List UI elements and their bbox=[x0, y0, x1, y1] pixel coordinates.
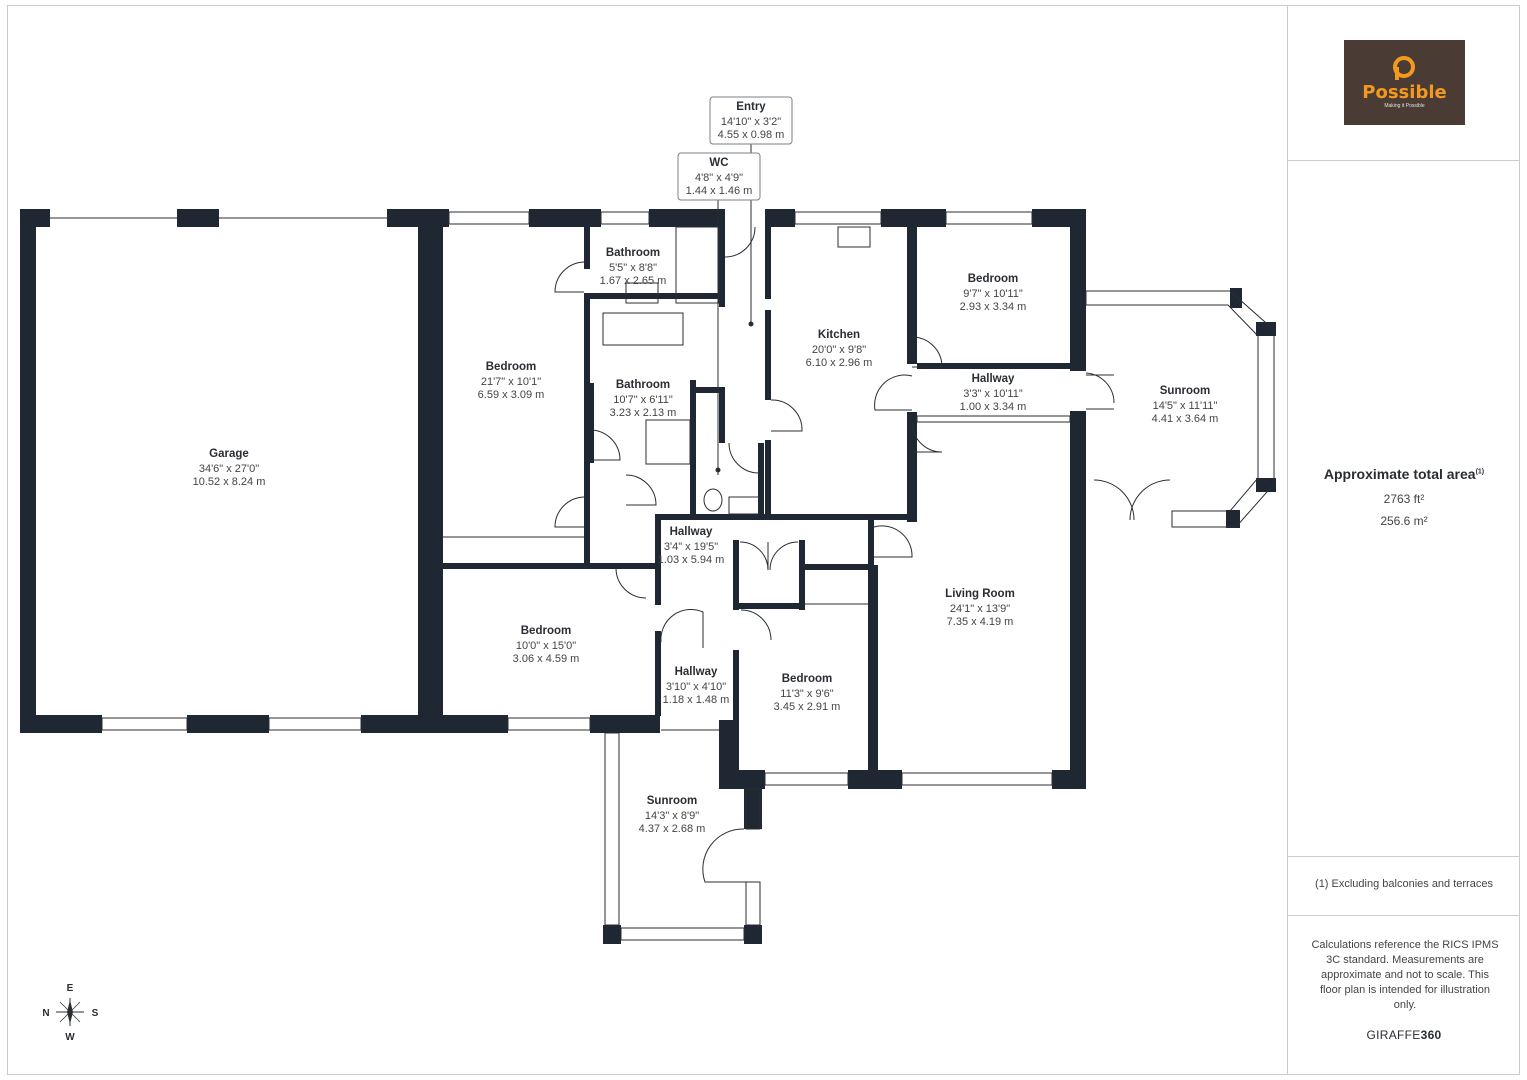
room-imperial: 21'7" x 10'1" bbox=[481, 376, 541, 388]
room-metric: 4.41 x 3.64 m bbox=[1152, 413, 1219, 425]
room-metric: 2.93 x 3.34 m bbox=[960, 301, 1027, 313]
room-imperial: 10'7" x 6'11" bbox=[613, 394, 673, 406]
divider bbox=[1287, 915, 1520, 916]
page-frame bbox=[7, 5, 1520, 1075]
divider bbox=[1287, 856, 1520, 857]
credit-name: GIRAFFE bbox=[1366, 1028, 1421, 1042]
compass-west: W bbox=[65, 1032, 75, 1043]
room-name: Hallway bbox=[675, 666, 718, 678]
room-imperial: 20'0" x 9'8" bbox=[812, 344, 866, 356]
area-title-text: Approximate total area bbox=[1323, 466, 1476, 482]
area-title: Approximate total area(1) bbox=[1290, 466, 1518, 482]
room-metric: 7.35 x 4.19 m bbox=[947, 616, 1014, 628]
credit: GIRAFFE360 bbox=[1290, 1028, 1518, 1042]
calculation-note: Calculations reference the RICS IPMS 3C … bbox=[1311, 939, 1499, 1011]
room-name: WC bbox=[709, 157, 728, 169]
logo-wordmark: Possible bbox=[1362, 82, 1447, 103]
compass-north: N bbox=[42, 1008, 49, 1019]
room-metric: 1.18 x 1.48 m bbox=[663, 694, 730, 706]
room-metric: 1.44 x 1.46 m bbox=[686, 185, 753, 197]
room-metric: 3.23 x 2.13 m bbox=[610, 407, 677, 419]
room-metric: 10.52 x 8.24 m bbox=[193, 476, 266, 488]
room-name: Bedroom bbox=[968, 273, 1018, 285]
room-imperial: 34'6" x 27'0" bbox=[199, 463, 259, 475]
room-imperial: 14'10" x 3'2" bbox=[721, 116, 781, 128]
room-name: Bedroom bbox=[486, 361, 536, 373]
room-labels: Entry 14'10" x 3'2" 4.55 x 0.98 m WC 4'8… bbox=[193, 101, 1219, 835]
area-imperial: 2763 ft² bbox=[1383, 492, 1425, 506]
room-imperial: 14'3" x 8'9" bbox=[645, 810, 699, 822]
room-imperial: 3'4" x 19'5" bbox=[664, 541, 718, 553]
divider bbox=[1287, 160, 1520, 161]
room-name: Sunroom bbox=[1160, 385, 1210, 397]
room-imperial: 10'0" x 15'0" bbox=[516, 640, 576, 652]
credit-number: 360 bbox=[1420, 1028, 1442, 1042]
room-name: Living Room bbox=[945, 588, 1015, 600]
room-metric: 6.59 x 3.09 m bbox=[478, 389, 545, 401]
compass-south: S bbox=[92, 1008, 99, 1019]
room-imperial: 9'7" x 10'11" bbox=[963, 288, 1023, 300]
info-panel bbox=[1287, 5, 1520, 1075]
logo-tagline: Making it Possible bbox=[1384, 103, 1425, 109]
compass-east: E bbox=[67, 983, 74, 994]
room-name: Bathroom bbox=[616, 379, 670, 391]
room-metric: 3.45 x 2.91 m bbox=[774, 701, 841, 713]
entry-marker bbox=[715, 144, 754, 475]
compass-icon: E N S W bbox=[42, 983, 98, 1043]
room-imperial: 4'8" x 4'9" bbox=[695, 172, 743, 184]
room-metric: 4.37 x 2.68 m bbox=[639, 823, 706, 835]
room-imperial: 3'3" x 10'11" bbox=[963, 388, 1023, 400]
room-metric: 1.00 x 3.34 m bbox=[960, 401, 1027, 413]
room-name: Bedroom bbox=[782, 673, 832, 685]
room-name: Garage bbox=[209, 448, 249, 460]
room-name: Kitchen bbox=[818, 329, 860, 341]
wc-callout bbox=[677, 152, 761, 201]
room-metric: 1.67 x 2.65 m bbox=[600, 275, 667, 287]
room-imperial: 11'3" x 9'6" bbox=[780, 688, 833, 700]
room-name: Hallway bbox=[972, 373, 1015, 385]
pin-icon bbox=[1393, 56, 1415, 80]
room-name: Entry bbox=[736, 101, 766, 113]
room-imperial: 14'5" x 11'11" bbox=[1153, 400, 1218, 412]
area-metric: 256.6 m² bbox=[1380, 514, 1428, 528]
footnote: (1) Excluding balconies and terraces bbox=[1315, 878, 1493, 890]
brand-logo: Possible Making it Possible bbox=[1344, 40, 1465, 125]
room-name: Sunroom bbox=[647, 795, 697, 807]
door-swings bbox=[554, 226, 1171, 883]
room-name: Bathroom bbox=[606, 247, 660, 259]
entry-callout bbox=[709, 96, 793, 145]
walls bbox=[20, 209, 1276, 944]
room-imperial: 24'1" x 13'9" bbox=[950, 603, 1010, 615]
room-imperial: 3'10" x 4'10" bbox=[666, 681, 726, 693]
room-metric: 3.06 x 4.59 m bbox=[513, 653, 580, 665]
window-lines bbox=[50, 211, 1275, 941]
room-metric: 6.10 x 2.96 m bbox=[806, 357, 873, 369]
room-metric: 1.03 x 5.94 m bbox=[658, 554, 725, 566]
room-imperial: 5'5" x 8'8" bbox=[609, 262, 657, 274]
area-title-note: (1) bbox=[1475, 468, 1485, 476]
room-name: Bedroom bbox=[521, 625, 571, 637]
room-name: Hallway bbox=[670, 526, 713, 538]
floor-plan: Entry 14'10" x 3'2" 4.55 x 0.98 m WC 4'8… bbox=[20, 96, 1276, 1043]
room-metric: 4.55 x 0.98 m bbox=[718, 129, 785, 141]
